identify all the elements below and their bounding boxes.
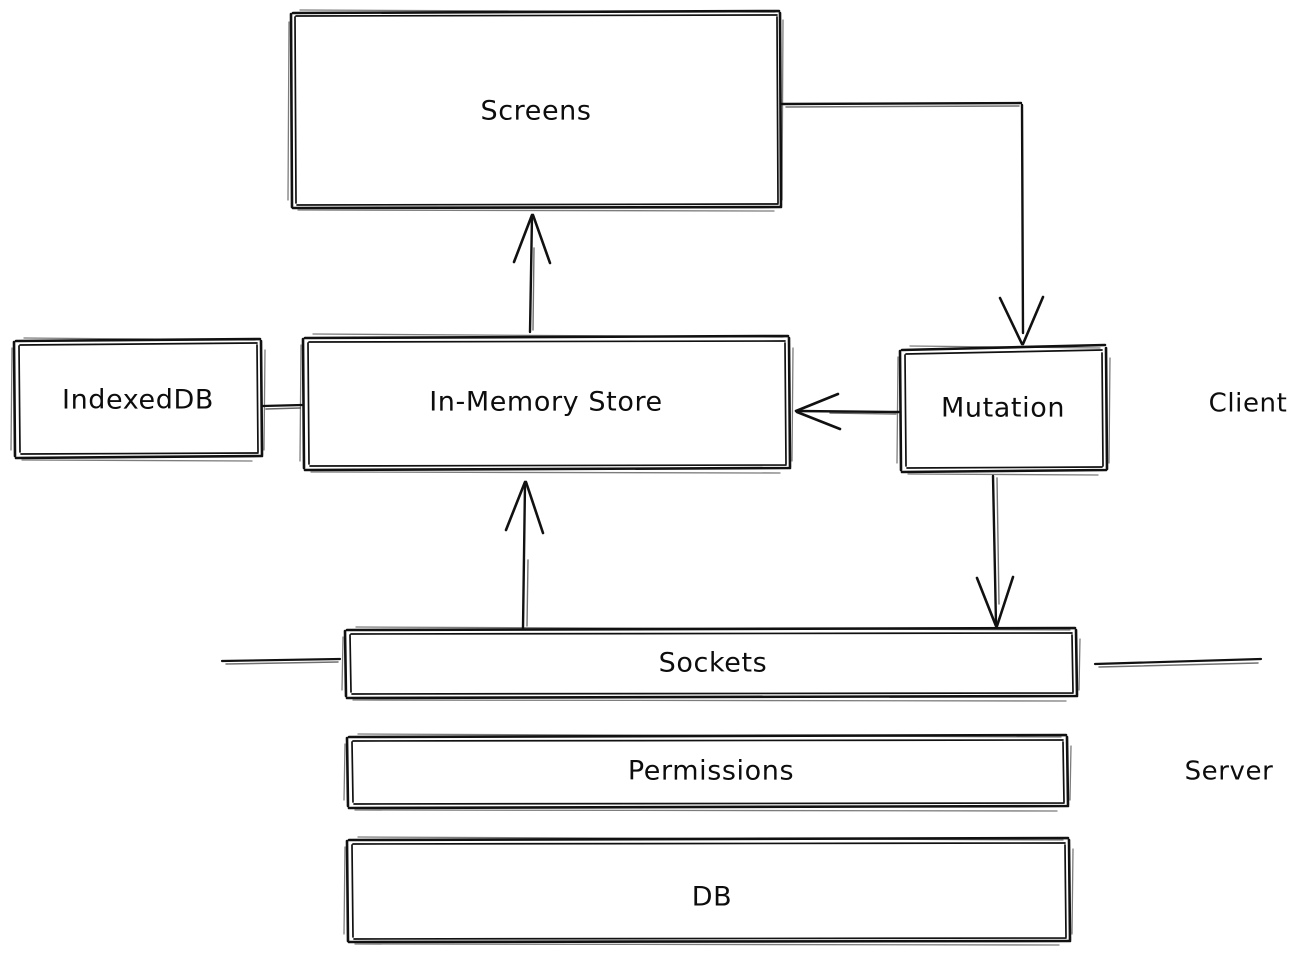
node-label-db: DB [692,882,733,913]
sockets-hit-area[interactable] [345,628,1077,698]
screens-hit-area[interactable] [291,11,781,208]
node-db[interactable]: DB [343,836,1074,946]
mutation-to-memstore-hit[interactable] [792,388,904,434]
sockets-to-memstore-hit[interactable] [502,478,548,630]
permissions-hit-area[interactable] [347,735,1068,808]
client-server-divider-left [220,657,342,665]
in-memory-store-hit-area[interactable] [303,336,790,470]
screens-to-mutation-hit-v[interactable] [1012,100,1034,348]
mutation-to-sockets-hit[interactable] [974,474,1018,628]
edge-mutation-to-memstore[interactable] [792,388,904,434]
indexeddb-to-memstore-hit[interactable] [261,398,305,416]
node-permissions[interactable]: Permissions [343,733,1072,812]
edge-memstore-to-screens[interactable] [510,212,556,336]
node-label-sockets: Sockets [659,648,768,679]
node-label-in-memory-store: In-Memory Store [429,387,663,418]
node-label-mutation: Mutation [941,393,1065,424]
node-label-screens: Screens [480,96,591,127]
edge-sockets-to-memstore[interactable] [502,478,548,630]
client-server-divider-right [1093,657,1263,668]
node-label-permissions: Permissions [628,756,794,787]
node-label-indexeddb: IndexedDB [62,385,214,416]
screens-to-mutation-hit-h[interactable] [778,96,1030,116]
db-hit-area[interactable] [347,838,1070,942]
edge-indexeddb-to-memstore[interactable] [261,398,305,416]
edge-screens-to-mutation[interactable] [778,96,1045,348]
node-in-memory-store[interactable]: In-Memory Store [299,333,794,474]
node-screens[interactable]: Screens [287,9,784,212]
node-indexeddb[interactable]: IndexedDB [10,337,266,462]
edge-mutation-to-sockets[interactable] [974,474,1018,628]
zone-label-client: Client [1209,389,1288,419]
indexeddb-hit-area[interactable] [14,339,262,458]
node-mutation[interactable]: Mutation [896,343,1111,476]
zone-label-server: Server [1185,757,1274,787]
memstore-to-screens-hit[interactable] [510,212,556,336]
mutation-hit-area[interactable] [900,347,1107,472]
node-sockets[interactable]: Sockets [341,626,1081,702]
